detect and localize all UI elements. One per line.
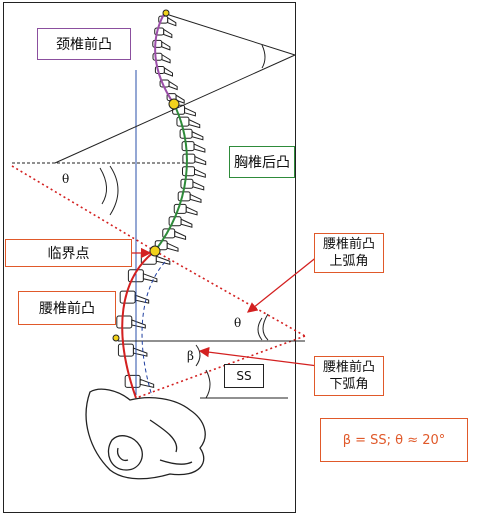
- thoracic-label: 胸椎后凸: [229, 146, 295, 178]
- upper-arc-arrow: [246, 255, 319, 313]
- vertebra-body: [179, 128, 193, 139]
- upper-angle-arc: [261, 44, 266, 69]
- vertebra-body: [117, 343, 134, 357]
- vertebra-process: [185, 206, 198, 216]
- vertebra-process: [131, 319, 146, 329]
- vertebra-process: [155, 255, 171, 265]
- vertebra-process: [168, 80, 178, 91]
- vertebra-process: [139, 378, 155, 388]
- cervical-label: 颈椎前凸: [37, 28, 131, 60]
- vertebra-process: [161, 40, 171, 51]
- formula-label: β = SS; θ ≈ 20°: [320, 418, 468, 462]
- vertebra-process: [191, 130, 204, 141]
- theta-label-lower: θ: [234, 316, 242, 330]
- vertebra-body: [152, 39, 163, 48]
- vertebra-body: [180, 178, 194, 189]
- vertebra-body: [182, 166, 196, 177]
- lower-arc-label: 腰椎前凸 下弧角: [314, 356, 384, 396]
- theta-arc-right-1: [257, 317, 263, 341]
- vertebra-process: [134, 294, 150, 304]
- theta-arc-left-1: [99, 167, 107, 205]
- vertebra-process: [166, 242, 179, 252]
- vertebra-process: [163, 67, 173, 77]
- vertebra-body: [177, 191, 191, 202]
- vertebra-process: [193, 143, 206, 153]
- vertebra-process: [174, 230, 187, 241]
- vertebra-process: [167, 16, 177, 27]
- pelvis: [85, 388, 206, 480]
- cervical-curve: [154, 13, 175, 105]
- vertebra-process: [189, 193, 202, 204]
- lumbar-inner-curve: [141, 261, 166, 397]
- lumbar-label: 腰椎前凸: [18, 291, 116, 325]
- vertebra-process: [192, 181, 205, 191]
- vertebra-process: [142, 273, 158, 283]
- lumbar-curve: [121, 250, 156, 399]
- vertebra-process: [188, 118, 201, 129]
- beta-label: β: [187, 349, 194, 363]
- upper-tangent-line-1: [165, 13, 296, 56]
- vertebrae: [116, 15, 207, 388]
- upper-arc-label: 腰椎前凸 上弧角: [314, 233, 384, 273]
- vertebra-process: [161, 53, 171, 64]
- lumbar-marker: [112, 334, 120, 342]
- dotted-line-sacral: [135, 335, 306, 399]
- vertebra-process: [163, 28, 173, 39]
- ss-arc: [205, 369, 211, 399]
- thoracic-curve: [154, 103, 188, 252]
- vertebra-body: [182, 153, 196, 164]
- critical-point-label: 临界点: [5, 239, 132, 267]
- vertebra-process: [180, 218, 193, 228]
- figure-frame: [3, 2, 296, 513]
- dotted-line-lower-left: [154, 250, 306, 337]
- vertebra-process: [194, 155, 207, 166]
- vertebra-body: [181, 141, 195, 152]
- ss-label: SS: [224, 364, 264, 388]
- lower-arc-arrow: [198, 346, 319, 367]
- beta-arc: [195, 344, 201, 367]
- theta-arc-right-2: [262, 313, 269, 341]
- vertebra-body: [116, 315, 133, 329]
- theta-label-upper: θ: [62, 172, 70, 186]
- vertebra-process: [132, 347, 148, 357]
- cervical-thoracic-marker: [168, 98, 180, 110]
- critical-point-marker: [149, 245, 161, 257]
- cervical-top-marker: [162, 9, 170, 17]
- vertebra-process: [194, 168, 206, 178]
- theta-arc-left-2: [109, 165, 119, 216]
- vertebra-process: [175, 94, 185, 104]
- vertebra-process: [184, 107, 196, 117]
